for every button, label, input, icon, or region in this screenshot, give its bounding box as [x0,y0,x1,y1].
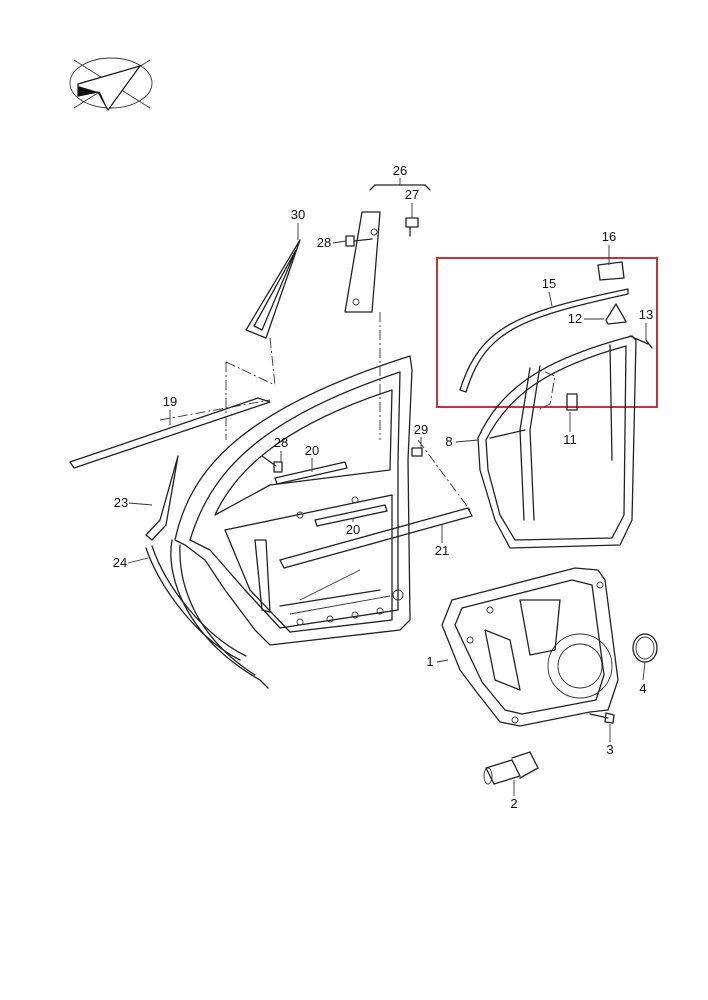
callout-16: 16 [602,229,616,244]
part-15-strip [459,288,629,393]
part-2-motor [483,751,539,785]
part-20-strip-lower [314,504,388,527]
callout-15: 15 [542,276,556,291]
callout-29: 29 [414,422,428,437]
callout-30: 30 [291,207,305,222]
callout-28: 28 [317,235,331,250]
callout-28: 28 [274,435,288,450]
callout-20: 20 [346,522,360,537]
part-19-strip [69,397,271,469]
callout-2: 2 [510,796,517,811]
callout-11: 11 [563,432,577,447]
part-23-trim [145,455,179,541]
part-26-pillar-trim [344,184,431,313]
callout-3: 3 [606,742,613,757]
callout-13: 13 [639,307,653,322]
callout-21: 21 [435,543,449,558]
part-11-block [566,393,578,411]
clip-29 [411,447,423,457]
part-1-window-regulator [441,567,619,727]
part-13-screw [629,335,653,349]
callout-8: 8 [445,434,452,449]
part-12-clip [605,303,627,325]
leader-lines [127,178,647,796]
callout-12: 12 [568,311,582,326]
callout-labels: 26 27 30 28 16 15 12 13 19 29 11 8 28 20 23 20 21 24 1 4 3 2 [113,163,653,811]
part-24-seal [145,545,247,661]
part-30-trim [245,239,301,339]
door-shell [170,355,413,689]
part-21-strip [279,507,473,569]
highlight-box [436,257,658,408]
bolt-27 [405,217,419,237]
callout-26: 26 [393,163,407,178]
logo-icon [69,57,153,112]
callout-20: 20 [305,443,319,458]
callout-4: 4 [639,681,646,696]
callout-27: 27 [405,187,419,202]
part-20-strip-upper [274,461,348,485]
part-16-clip [597,261,625,281]
callout-19: 19 [163,394,177,409]
part-4-ring [632,633,658,663]
part-8-door-seal [477,335,637,549]
part-3-screw [589,712,615,724]
bolt-28-lower [261,455,283,473]
bolt-28 [345,235,373,247]
callout-24: 24 [113,555,127,570]
callout-1: 1 [426,654,433,669]
callout-23: 23 [114,495,128,510]
